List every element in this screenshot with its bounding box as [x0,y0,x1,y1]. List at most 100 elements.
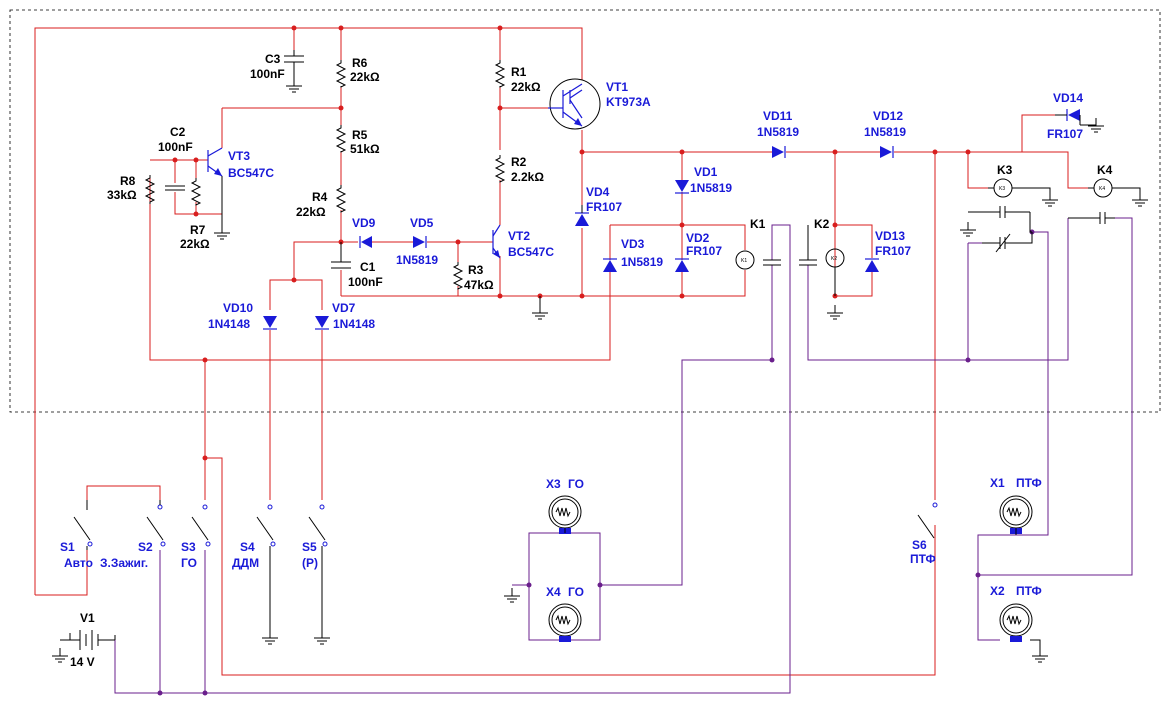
label-S4-label: ДДМ [232,556,259,570]
label-C2-ref: C2 [170,125,186,139]
label-R3-ref: R3 [468,263,484,277]
diode-VD5: VD5 1N5819 [396,216,438,267]
diode-VD10: VD10 1N4148 [208,301,277,331]
label-VT2-ref: VT2 [508,229,530,243]
label-VD12-part: 1N5819 [864,125,906,139]
junctions [157,25,1035,696]
label-VD14-part: FR107 [1047,127,1083,141]
diode-VD12: VD12 1N5819 [864,109,906,158]
label-S5-ref: S5 [302,540,317,554]
label-C1-ref: C1 [360,260,376,274]
label-X1-ref: X1 [990,476,1005,490]
label-S3-label: ГО [181,556,197,570]
resistor-R8: R8 33kΩ [107,174,156,204]
label-VD5-ref: VD5 [410,216,434,230]
relay-K2: K2 K2 [799,217,845,296]
label-K1-ref: K1 [750,217,766,231]
resistor-R2: R2 2.2kΩ [494,155,544,184]
capacitor-C3: C3 100nF [250,50,304,81]
label-R8-value: 33kΩ [107,188,137,202]
relay-K3: K3 K3 [968,163,1033,253]
label-K2-coil: K2 [831,256,837,262]
label-VD2-ref: VD2 [686,231,710,245]
label-VT3-part: BC547C [228,166,274,180]
label-VD12-ref: VD12 [873,109,903,123]
label-R1-ref: R1 [511,65,527,79]
diode-VD4: VD4 FR107 [575,185,622,226]
label-VD13-ref: VD13 [875,229,905,243]
diode-VD14: VD14 FR107 [1047,91,1083,141]
label-R1-value: 22kΩ [511,80,541,94]
transistor-VT3: VT3 BC547C [207,147,274,225]
resistor-R6: R6 22kΩ [335,56,380,88]
label-R5-value: 51kΩ [350,142,380,156]
diode-VD1: VD1 1N5819 [675,165,732,195]
switch-S1[interactable]: S1 Авто [60,500,93,570]
lamp-X2: X2 ПТФ [990,584,1042,643]
label-VT3-ref: VT3 [228,149,250,163]
label-X2-label: ПТФ [1016,584,1042,598]
label-K4-ref: K4 [1097,163,1113,177]
label-VD10-part: 1N4148 [208,317,250,331]
label-R8-ref: R8 [120,174,136,188]
label-S2-ref: S2 [138,540,153,554]
switch-S5[interactable]: S5 (Р) [302,504,328,630]
label-VD1-part: 1N5819 [690,181,732,195]
label-C1-value: 100nF [348,275,383,289]
label-K2-ref: K2 [814,217,830,231]
label-K4-coil: K4 [1099,186,1105,192]
relay-K1: K1 K1 [735,217,781,270]
switch-S2[interactable]: S2 З.Зажиг. [100,500,166,570]
label-VD9-ref: VD9 [352,216,376,230]
label-X3-ref: X3 [546,477,561,491]
label-VD4-ref: VD4 [586,185,610,199]
label-S5-label: (Р) [302,556,318,570]
switch-S3[interactable]: S3 ГО [181,504,211,570]
diode-VD9: VD9 [352,216,376,248]
label-R7-value: 22kΩ [180,237,210,251]
label-VD10-ref: VD10 [223,301,253,315]
diode-VD7: VD7 1N4148 [315,301,375,331]
capacitor-C1: C1 100nF [331,242,383,289]
label-VD5-part: 1N5819 [396,253,438,267]
label-R5-ref: R5 [352,128,368,142]
switch-S6[interactable]: S6 ПТФ [910,502,938,566]
label-VD2-part: FR107 [686,244,722,258]
label-C3-value: 100nF [250,67,285,81]
label-R2-value: 2.2kΩ [511,170,544,184]
label-VD11-ref: VD11 [763,109,793,123]
resistor-R5: R5 51kΩ [335,125,380,156]
label-K1-coil: K1 [741,258,747,264]
label-K3-coil: K3 [999,186,1005,192]
label-VT2-part: BC547C [508,245,554,259]
label-S3-ref: S3 [181,540,196,554]
transistor-VT2: VT2 BC547C [492,224,554,259]
label-VD1-ref: VD1 [694,165,718,179]
purple-wires [114,217,1133,694]
diode-VD2: VD2 FR107 [675,231,722,272]
resistor-R4: R4 22kΩ [296,185,347,219]
switch-S4[interactable]: S4 ДДМ [232,504,276,630]
resistor-R3: R3 47kΩ [452,262,494,292]
label-VD4-part: FR107 [586,200,622,214]
label-R3-value: 47kΩ [464,278,494,292]
label-X4-ref: X4 [546,585,561,599]
label-R6-value: 22kΩ [350,70,380,84]
diode-VD3: VD3 1N5819 [603,237,663,272]
label-C2-value: 100nF [158,140,193,154]
label-R2-ref: R2 [511,155,527,169]
label-VD7-ref: VD7 [332,301,356,315]
label-X1-label: ПТФ [1016,476,1042,490]
label-VD3-ref: VD3 [621,237,645,251]
label-R4-value: 22kΩ [296,205,326,219]
red-wires [34,27,1088,676]
transistor-VT1: VT1 KT973A [548,78,651,130]
label-R4-ref: R4 [312,190,328,204]
label-S1-label: Авто [64,556,93,570]
label-VD14-ref: VD14 [1053,91,1083,105]
pcb-boundary [9,9,1161,413]
label-X4-label: ГО [568,585,584,599]
label-X2-ref: X2 [990,584,1005,598]
label-X3-label: ГО [568,477,584,491]
